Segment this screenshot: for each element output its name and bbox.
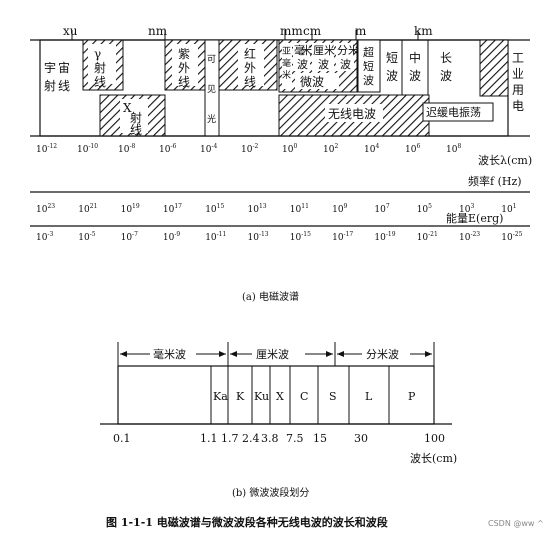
wavelength-tick-9: 106 bbox=[405, 143, 420, 155]
energy-tick-11: 10-25 bbox=[501, 231, 522, 243]
wavelength-tick-2: 10-8 bbox=[118, 143, 135, 155]
frequency-tick-6: 1011 bbox=[290, 203, 309, 215]
band-ultrashort-box bbox=[357, 39, 381, 93]
group-cm: 厘米波 bbox=[256, 348, 289, 361]
wavelength-tick-8: 104 bbox=[364, 143, 379, 155]
group-mm: 毫米波 bbox=[153, 347, 186, 361]
energy-tick-4: 10-11 bbox=[205, 231, 226, 243]
wavelength-tick-1: 10-10 bbox=[77, 143, 98, 155]
frequency-tick-0: 1023 bbox=[36, 203, 55, 215]
band-ultrashort: 超短波 bbox=[363, 45, 374, 87]
band-microwave: 微波 bbox=[300, 75, 324, 89]
wavelength-label: 波长λ(cm) bbox=[478, 154, 532, 167]
band-visible: 可见光 bbox=[207, 54, 216, 125]
frequency-axis: 频率f (Hz) 1023 1021 1019 1017 1015 1013 1011 109… bbox=[30, 174, 530, 215]
band-dm: 分米波 bbox=[337, 44, 359, 71]
unit-label-xu: xu bbox=[63, 24, 78, 38]
band-ka: Ka bbox=[213, 390, 228, 403]
wavelength-tick-7: 102 bbox=[323, 143, 338, 155]
watermark: CSDN @ww ^ bbox=[488, 519, 544, 528]
wavelength-tick-0: 10-12 bbox=[36, 143, 57, 155]
frequency-tick-7: 109 bbox=[332, 203, 347, 215]
band-ku: Ku bbox=[254, 390, 269, 403]
tick-1: 1.1 bbox=[200, 432, 218, 445]
caption-a: (a) 电磁波谱 bbox=[242, 290, 299, 303]
band-x: X bbox=[276, 390, 284, 403]
microwave-frame bbox=[117, 365, 435, 425]
energy-tick-6: 10-15 bbox=[290, 231, 311, 243]
tick-7: 30 bbox=[354, 432, 368, 445]
band-uv: 紫外线 bbox=[178, 47, 190, 89]
frequency-tick-2: 1019 bbox=[121, 203, 140, 215]
tick-2: 1.7 bbox=[221, 432, 239, 445]
tick-4: 3.8 bbox=[261, 432, 279, 445]
band-slow-osc: 迟缓电振荡 bbox=[426, 105, 481, 119]
figure-title: 图 1-1-1 电磁波谱与微波波段各种无线电波的波长和波段 bbox=[106, 515, 388, 529]
tick-8: 100 bbox=[424, 432, 445, 445]
energy-tick-8: 10-19 bbox=[374, 231, 395, 243]
microwave-axis-label: 波长(cm) bbox=[410, 452, 457, 465]
band-cm: 厘米波 bbox=[313, 44, 335, 71]
wavelength-axis: 10-12 10-10 10-8 10-6 10-4 10-2 100 102 104 106 10… bbox=[30, 135, 532, 167]
energy-label: 能量E(erg) bbox=[446, 211, 503, 225]
energy-tick-9: 10-21 bbox=[417, 231, 438, 243]
band-c: C bbox=[300, 390, 308, 403]
energy-tick-2: 10-7 bbox=[121, 231, 138, 243]
band-s: S bbox=[329, 390, 337, 403]
frequency-tick-11: 101 bbox=[501, 203, 516, 215]
energy-tick-3: 10-9 bbox=[163, 231, 180, 243]
band-mm: 毫米波 bbox=[294, 43, 312, 71]
microwave-bands: 毫米波 厘米波 分米波 Ka K Ku X C S L P 0.1 1.1 1.… bbox=[100, 342, 457, 465]
wavelength-tick-6: 100 bbox=[282, 143, 297, 155]
wavelength-tick-3: 10-6 bbox=[159, 143, 176, 155]
band-slow-osc-box bbox=[422, 102, 494, 122]
group-dm: 分米波 bbox=[366, 348, 399, 361]
tick-0: 0.1 bbox=[113, 432, 131, 445]
tick-3: 2.4 bbox=[242, 432, 260, 445]
tick-5: 7.5 bbox=[286, 432, 304, 445]
frequency-tick-10: 103 bbox=[459, 203, 474, 215]
band-medium: 中波 bbox=[409, 50, 421, 83]
unit-label-km: km bbox=[414, 24, 433, 38]
unit-label-nm: nm bbox=[148, 24, 168, 38]
tick-6: 15 bbox=[313, 432, 327, 445]
wavelength-tick-10: 108 bbox=[446, 143, 461, 155]
band-short: 短波 bbox=[386, 51, 398, 83]
energy-tick-7: 10-17 bbox=[332, 231, 353, 243]
band-long: 长波 bbox=[440, 51, 452, 83]
unit-label-mm: mm bbox=[280, 24, 303, 38]
frequency-tick-5: 1013 bbox=[248, 203, 267, 215]
unit-label-m: m bbox=[355, 24, 367, 38]
band-l: L bbox=[365, 390, 373, 403]
band-cosmic: 宇宙 射线 bbox=[44, 60, 74, 93]
frequency-tick-8: 107 bbox=[374, 203, 389, 215]
band-k: K bbox=[236, 390, 245, 403]
caption-b: (b) 微波波段划分 bbox=[232, 486, 309, 499]
band-p: P bbox=[408, 390, 416, 403]
energy-tick-5: 10-13 bbox=[248, 231, 269, 243]
energy-tick-10: 10-23 bbox=[459, 231, 480, 243]
frequency-tick-1: 1021 bbox=[78, 203, 97, 215]
energy-tick-1: 10-5 bbox=[78, 231, 95, 243]
frequency-tick-4: 1015 bbox=[205, 203, 224, 215]
frequency-label: 频率f (Hz) bbox=[468, 174, 522, 188]
energy-tick-0: 10-3 bbox=[36, 231, 53, 243]
frequency-tick-9: 105 bbox=[417, 203, 432, 215]
wavelength-tick-4: 10-4 bbox=[200, 143, 217, 155]
unit-ticks bbox=[71, 30, 419, 40]
band-submm: 亚毫米 bbox=[282, 46, 291, 81]
energy-axis: 能量E(erg) 10-3 10-5 10-7 10-9 10-11 10-13 10-15… bbox=[30, 211, 530, 243]
band-power: 工业用电 bbox=[512, 51, 524, 113]
frequency-tick-3: 1017 bbox=[163, 203, 182, 215]
wavelength-tick-5: 10-2 bbox=[241, 143, 258, 155]
band-radio: 无线电波 bbox=[328, 107, 376, 121]
band-ir: 红外线 bbox=[244, 46, 256, 89]
